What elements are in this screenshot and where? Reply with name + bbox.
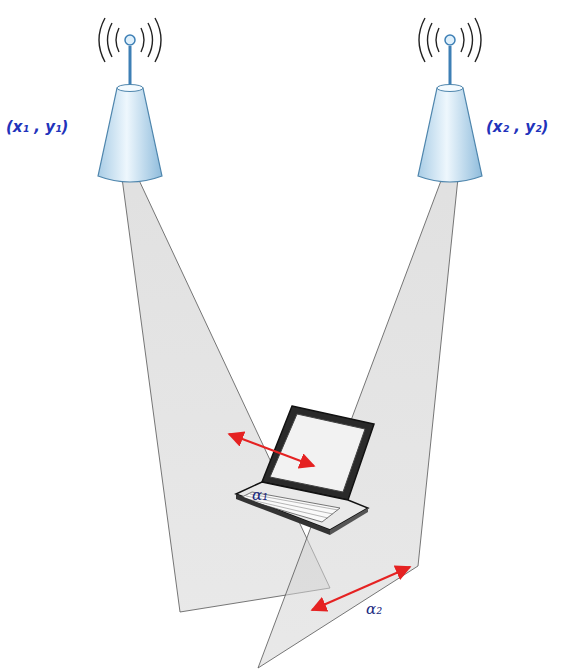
coordinate-label: (x₂ , y₂)	[486, 118, 548, 136]
width-arrow	[312, 567, 410, 610]
signal-beam	[258, 178, 458, 668]
signal-beam	[122, 178, 330, 612]
antenna	[418, 18, 482, 182]
width-label: α₁	[252, 486, 268, 504]
width-arrow	[229, 434, 314, 466]
coordinate-label: (x₁ , y₁)	[6, 118, 68, 136]
width-label: α₂	[366, 600, 382, 618]
laptop	[236, 406, 374, 535]
antenna	[98, 18, 162, 182]
